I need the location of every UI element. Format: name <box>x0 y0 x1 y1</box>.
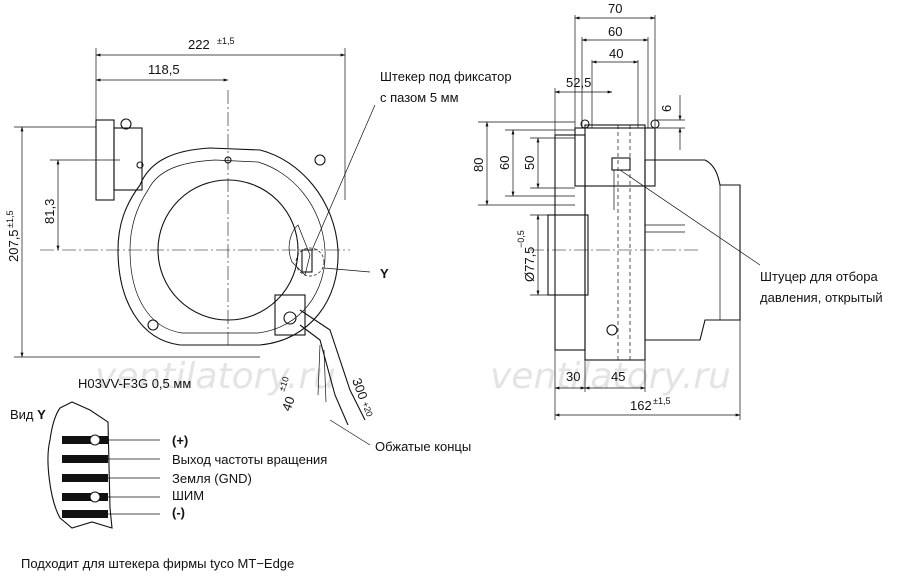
connector-plug <box>301 249 313 273</box>
plug-callout-line2: с пазом 5 мм <box>380 90 459 105</box>
view-y-letter: Y <box>37 407 46 422</box>
front-view: 222 ±1,5 118,5 207,5 ±1,5 81,3 Штекер по… <box>5 36 512 454</box>
pin-plus: (+) <box>172 433 188 448</box>
cable-inner <box>299 324 349 426</box>
dim-162-tol: ±1,5 <box>653 396 670 406</box>
volute-housing <box>117 147 339 346</box>
clamp-screw <box>283 311 297 325</box>
nozzle-callout-line1: Штуцер для отбора <box>760 269 879 284</box>
dim-118: 118,5 <box>148 62 180 77</box>
cutoff-tongue <box>288 224 311 276</box>
dim-30: 30 <box>566 369 580 384</box>
connector-body <box>47 401 113 529</box>
dim-lead-40: 40 <box>279 394 298 413</box>
dim-222-tol: ±1,5 <box>217 36 234 46</box>
dim-40: 40 <box>609 46 623 61</box>
dim-222: 222 <box>188 37 210 52</box>
side-view: 70 60 40 52,5 6 80 60 50 <box>471 1 883 420</box>
outlet-duct <box>113 127 143 191</box>
connector-pins <box>62 434 160 518</box>
impeller-opening <box>157 179 299 321</box>
watermark-right: ventilatory.ru <box>490 356 731 397</box>
dim-207-tol: ±1,5 <box>5 211 15 228</box>
dim-45: 45 <box>611 369 625 384</box>
watermark-left: ventilatory.ru <box>95 356 336 397</box>
pressure-nozzle <box>611 157 631 171</box>
pin-speed-output: Выход частоты вращения <box>172 452 327 467</box>
dim-d77-tol: −0,5 <box>516 230 526 248</box>
dim-lead-300: 300 <box>349 376 371 402</box>
screw-top <box>224 156 232 164</box>
footnote: Подходит для штекера фирмы tyco MT−Edge <box>21 556 294 571</box>
connector-view: Вид Y (+) Выход частоты вращения Земля (… <box>10 401 327 529</box>
dim-52: 52,5 <box>566 75 591 90</box>
lug-bottom <box>606 324 618 336</box>
cable-clamp <box>274 294 306 336</box>
nozzle-callout-line2: давления, открытый <box>760 290 883 305</box>
inlet-flange <box>554 134 586 351</box>
housing-body <box>584 124 646 361</box>
pin-minus: (-) <box>172 505 185 520</box>
detail-y-circle <box>295 247 325 277</box>
wire-leads <box>317 344 327 403</box>
dim-6: 6 <box>659 105 674 112</box>
plug-leader <box>311 104 376 251</box>
cable-spec: H03VV-F3G 0,5 мм <box>78 376 191 391</box>
dim-d77: Ø77,5 <box>522 247 537 282</box>
inlet-collar <box>547 214 589 296</box>
cable-outer <box>299 309 366 421</box>
screw-left <box>136 161 144 169</box>
dim-70: 70 <box>608 1 622 16</box>
mounting-hole-bottom <box>147 319 159 331</box>
pin-pwm: ШИМ <box>172 488 204 503</box>
crimped-ends-label: Обжатые концы <box>375 439 471 454</box>
mounting-hole-top <box>120 118 132 130</box>
dim-60-top: 60 <box>608 24 622 39</box>
pin-ground: Земля (GND) <box>172 471 252 486</box>
svg-text:Вид Y: Вид Y <box>10 407 46 422</box>
dim-60-side: 60 <box>497 156 512 170</box>
mounting-hole-right <box>314 154 326 166</box>
dim-81: 81,3 <box>42 199 57 224</box>
volute-inner <box>129 159 326 334</box>
dim-162: 162 <box>630 398 652 413</box>
nozzle-leader <box>619 169 761 266</box>
dim-50: 50 <box>522 156 537 170</box>
dim-80: 80 <box>471 158 486 172</box>
dim-lead-300-tol: +20 <box>360 400 375 418</box>
motor-housing <box>644 159 741 341</box>
plug-callout-line1: Штекер под фиксатор <box>380 69 512 84</box>
dim-lead-40-tol: ±10 <box>276 375 291 392</box>
view-y-mark: Y <box>380 266 389 281</box>
dim-207: 207,5 <box>6 229 21 262</box>
lug-left <box>580 119 590 129</box>
view-y-prefix: Вид <box>10 407 37 422</box>
outlet-profile <box>574 127 656 187</box>
